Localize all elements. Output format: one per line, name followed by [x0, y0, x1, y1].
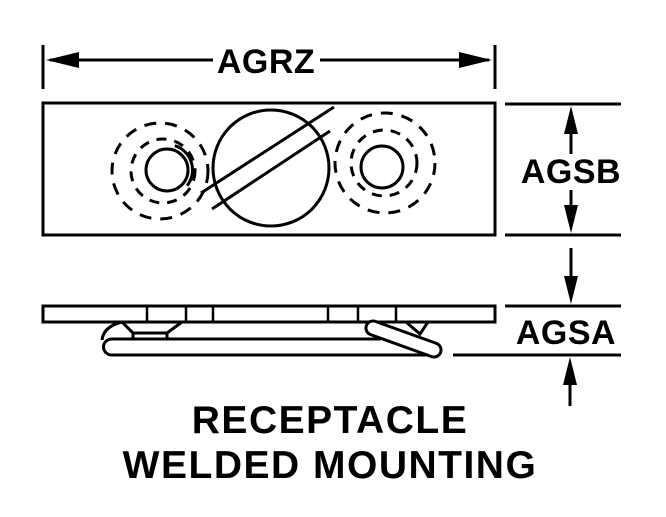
side-plate	[41, 304, 497, 324]
left-wire-wrap-arc	[174, 144, 195, 187]
side-plate-hidden-edges	[145, 306, 398, 322]
right-outer-hidden-circle	[333, 111, 437, 215]
side-view	[41, 304, 497, 359]
bail-wire-end	[364, 319, 443, 359]
spring-bar	[102, 337, 427, 357]
right-hole-group	[333, 111, 437, 215]
left-outer-hidden-circle	[110, 121, 210, 221]
agrz-dimension: AGRZ	[41, 43, 497, 89]
left-inner-hole	[144, 147, 190, 193]
bail-wire-lines	[200, 105, 335, 211]
top-view	[41, 101, 497, 237]
agsb-label: AGSB	[521, 153, 621, 191]
bail-attachment-bracket	[405, 320, 430, 337]
caption: RECEPTACLE WELDED MOUNTING	[123, 399, 538, 487]
wire-hook-curve	[100, 320, 123, 341]
right-inner-hole	[359, 144, 405, 190]
agsb-dimension: AGSB	[505, 102, 621, 237]
left-hole-group	[110, 121, 210, 221]
arrowhead-down-icon	[564, 205, 578, 233]
bail-wire-upper-edge	[200, 105, 335, 195]
right-middle-hidden-circle	[349, 128, 419, 198]
arrowhead-down-icon	[564, 276, 578, 304]
agsa-label: AGSA	[516, 314, 616, 352]
center-receptacle-hole	[211, 108, 331, 228]
caption-line-2: WELDED MOUNTING	[123, 444, 538, 487]
arrowhead-up-icon	[564, 106, 578, 134]
agrz-label: AGRZ	[217, 43, 315, 81]
left-middle-hidden-circle	[129, 137, 197, 205]
agsa-dimension: AGSA	[453, 248, 621, 406]
weld-mount-trapezoid	[120, 320, 183, 335]
spring-bar-left-cap	[102, 337, 113, 357]
arrowhead-right-icon	[459, 52, 492, 68]
arrowhead-up-icon	[563, 357, 577, 385]
caption-line-1: RECEPTACLE	[192, 399, 468, 442]
mounting-plate-outline	[41, 101, 497, 237]
arrowhead-left-icon	[46, 52, 79, 68]
bail-wire-lower-edge	[211, 129, 331, 211]
